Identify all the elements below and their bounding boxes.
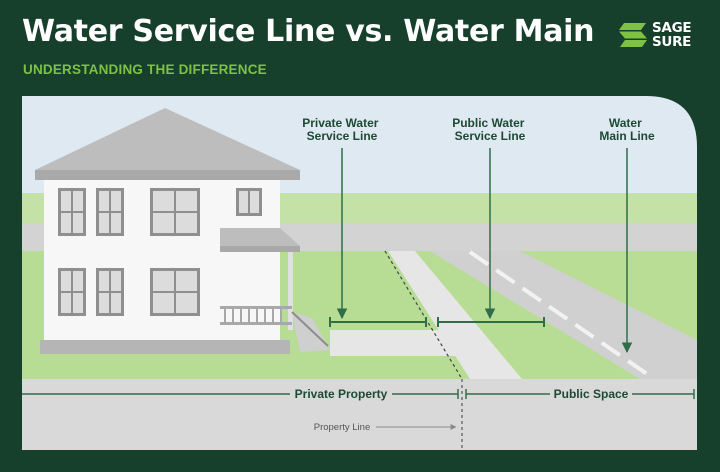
logo-mark-icon [619,23,647,47]
private-property-bar [22,389,459,399]
public-space-label: Public Space [554,387,629,401]
logo-wordmark: SAGE SURE [652,20,692,50]
page-subtitle: UNDERSTANDING THE DIFFERENCE [23,62,267,77]
logo-word-sage: SAGE [652,20,692,36]
lower-windows [58,268,200,316]
porch-roof-edge [220,246,300,252]
property-line-diagonal [384,250,463,380]
private-service-label: Private Water Service Line [302,116,382,143]
porch-roof [220,228,300,246]
water-main-label: Water Main Line [599,116,655,143]
house [35,108,330,354]
public-space-bar [465,389,695,399]
sidewalk [388,251,522,379]
porch-balusters [224,306,282,324]
step-rail [291,311,329,347]
sagesure-logo: SAGE SURE [618,20,704,52]
private-service-pipe [329,317,427,327]
road-dashes [468,250,652,378]
public-service-label: Public Water Service Line [452,116,528,143]
front-path [330,330,462,356]
house-foundation [40,340,290,354]
page-title: Water Service Line vs. Water Main [22,14,595,49]
property-line-label: Property Line [314,422,371,433]
scene-panel: Private Water Service Line Public Water … [22,96,697,450]
upper-windows [58,188,262,236]
porch-post [288,252,293,330]
ground-band [22,379,697,450]
roof-eave [35,170,300,180]
house-roof [35,108,300,170]
logo-word-sure: SURE [652,34,692,50]
public-service-pipe [437,317,545,327]
private-property-label: Private Property [295,387,388,401]
